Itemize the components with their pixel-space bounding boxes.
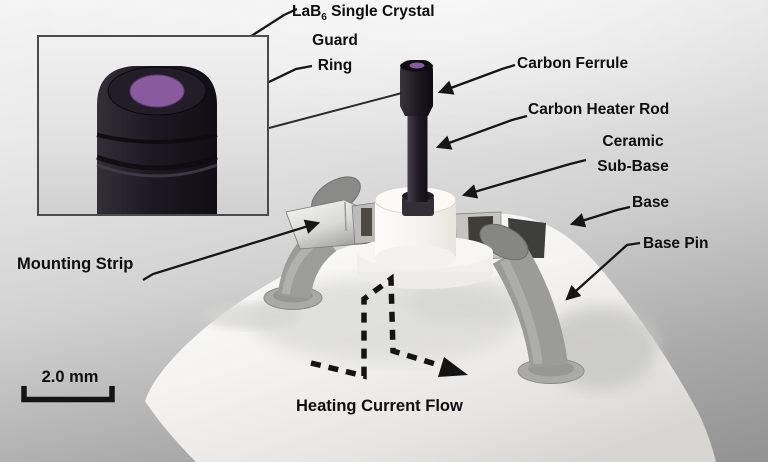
carbon-heater-rod bbox=[402, 106, 434, 216]
base-pin-right bbox=[479, 223, 585, 384]
label-lab6-subscript: 6 bbox=[321, 12, 327, 24]
arrow-carbon-heater-rod bbox=[435, 114, 528, 150]
label-ring: Ring bbox=[317, 57, 353, 74]
label-heating-current-flow: Heating Current Flow bbox=[296, 397, 463, 415]
label-guard-ring: Guard Ring bbox=[299, 28, 371, 78]
arrow-ceramic-sub-base bbox=[461, 158, 587, 199]
label-ceramic-sub-base: Ceramic Sub-Base bbox=[572, 129, 694, 179]
carbon-ferrule bbox=[400, 60, 433, 116]
label-carbon-ferrule: Carbon Ferrule bbox=[517, 55, 629, 72]
label-lab6-suffix: Single Crystal bbox=[326, 3, 435, 20]
arrow-base bbox=[569, 205, 631, 228]
ceramic-sub-base bbox=[357, 186, 493, 289]
inset-cathode-tip bbox=[96, 66, 218, 214]
arrow-base-pin bbox=[565, 241, 641, 301]
heating-current-path bbox=[310, 273, 468, 380]
scale-bar bbox=[21, 386, 115, 403]
lab6-crystal-inset bbox=[129, 74, 185, 108]
label-ceramic: Ceramic bbox=[602, 133, 664, 150]
label-carbon-heater-rod: Carbon Heater Rod bbox=[528, 101, 670, 118]
scale-bar-label: 2.0 mm bbox=[41, 368, 99, 386]
arrow-carbon-ferrule bbox=[437, 63, 516, 95]
heating-current-arrowhead bbox=[438, 357, 468, 377]
label-mounting-strip: Mounting Strip bbox=[17, 255, 134, 273]
label-lab6-prefix: LaB bbox=[292, 3, 322, 20]
label-guard: Guard bbox=[312, 32, 358, 49]
label-base-pin: Base Pin bbox=[643, 235, 709, 252]
label-sub-base: Sub-Base bbox=[597, 158, 669, 175]
lab6-crystal-tip bbox=[409, 62, 425, 69]
arrow-mounting-strip bbox=[142, 219, 321, 281]
label-base: Base bbox=[632, 194, 670, 211]
inset-connector-line bbox=[268, 92, 403, 129]
label-lab6-single-crystal: LaB6 Single Crystal bbox=[292, 3, 435, 24]
inset-scene bbox=[96, 66, 218, 214]
inset-box bbox=[37, 35, 269, 216]
